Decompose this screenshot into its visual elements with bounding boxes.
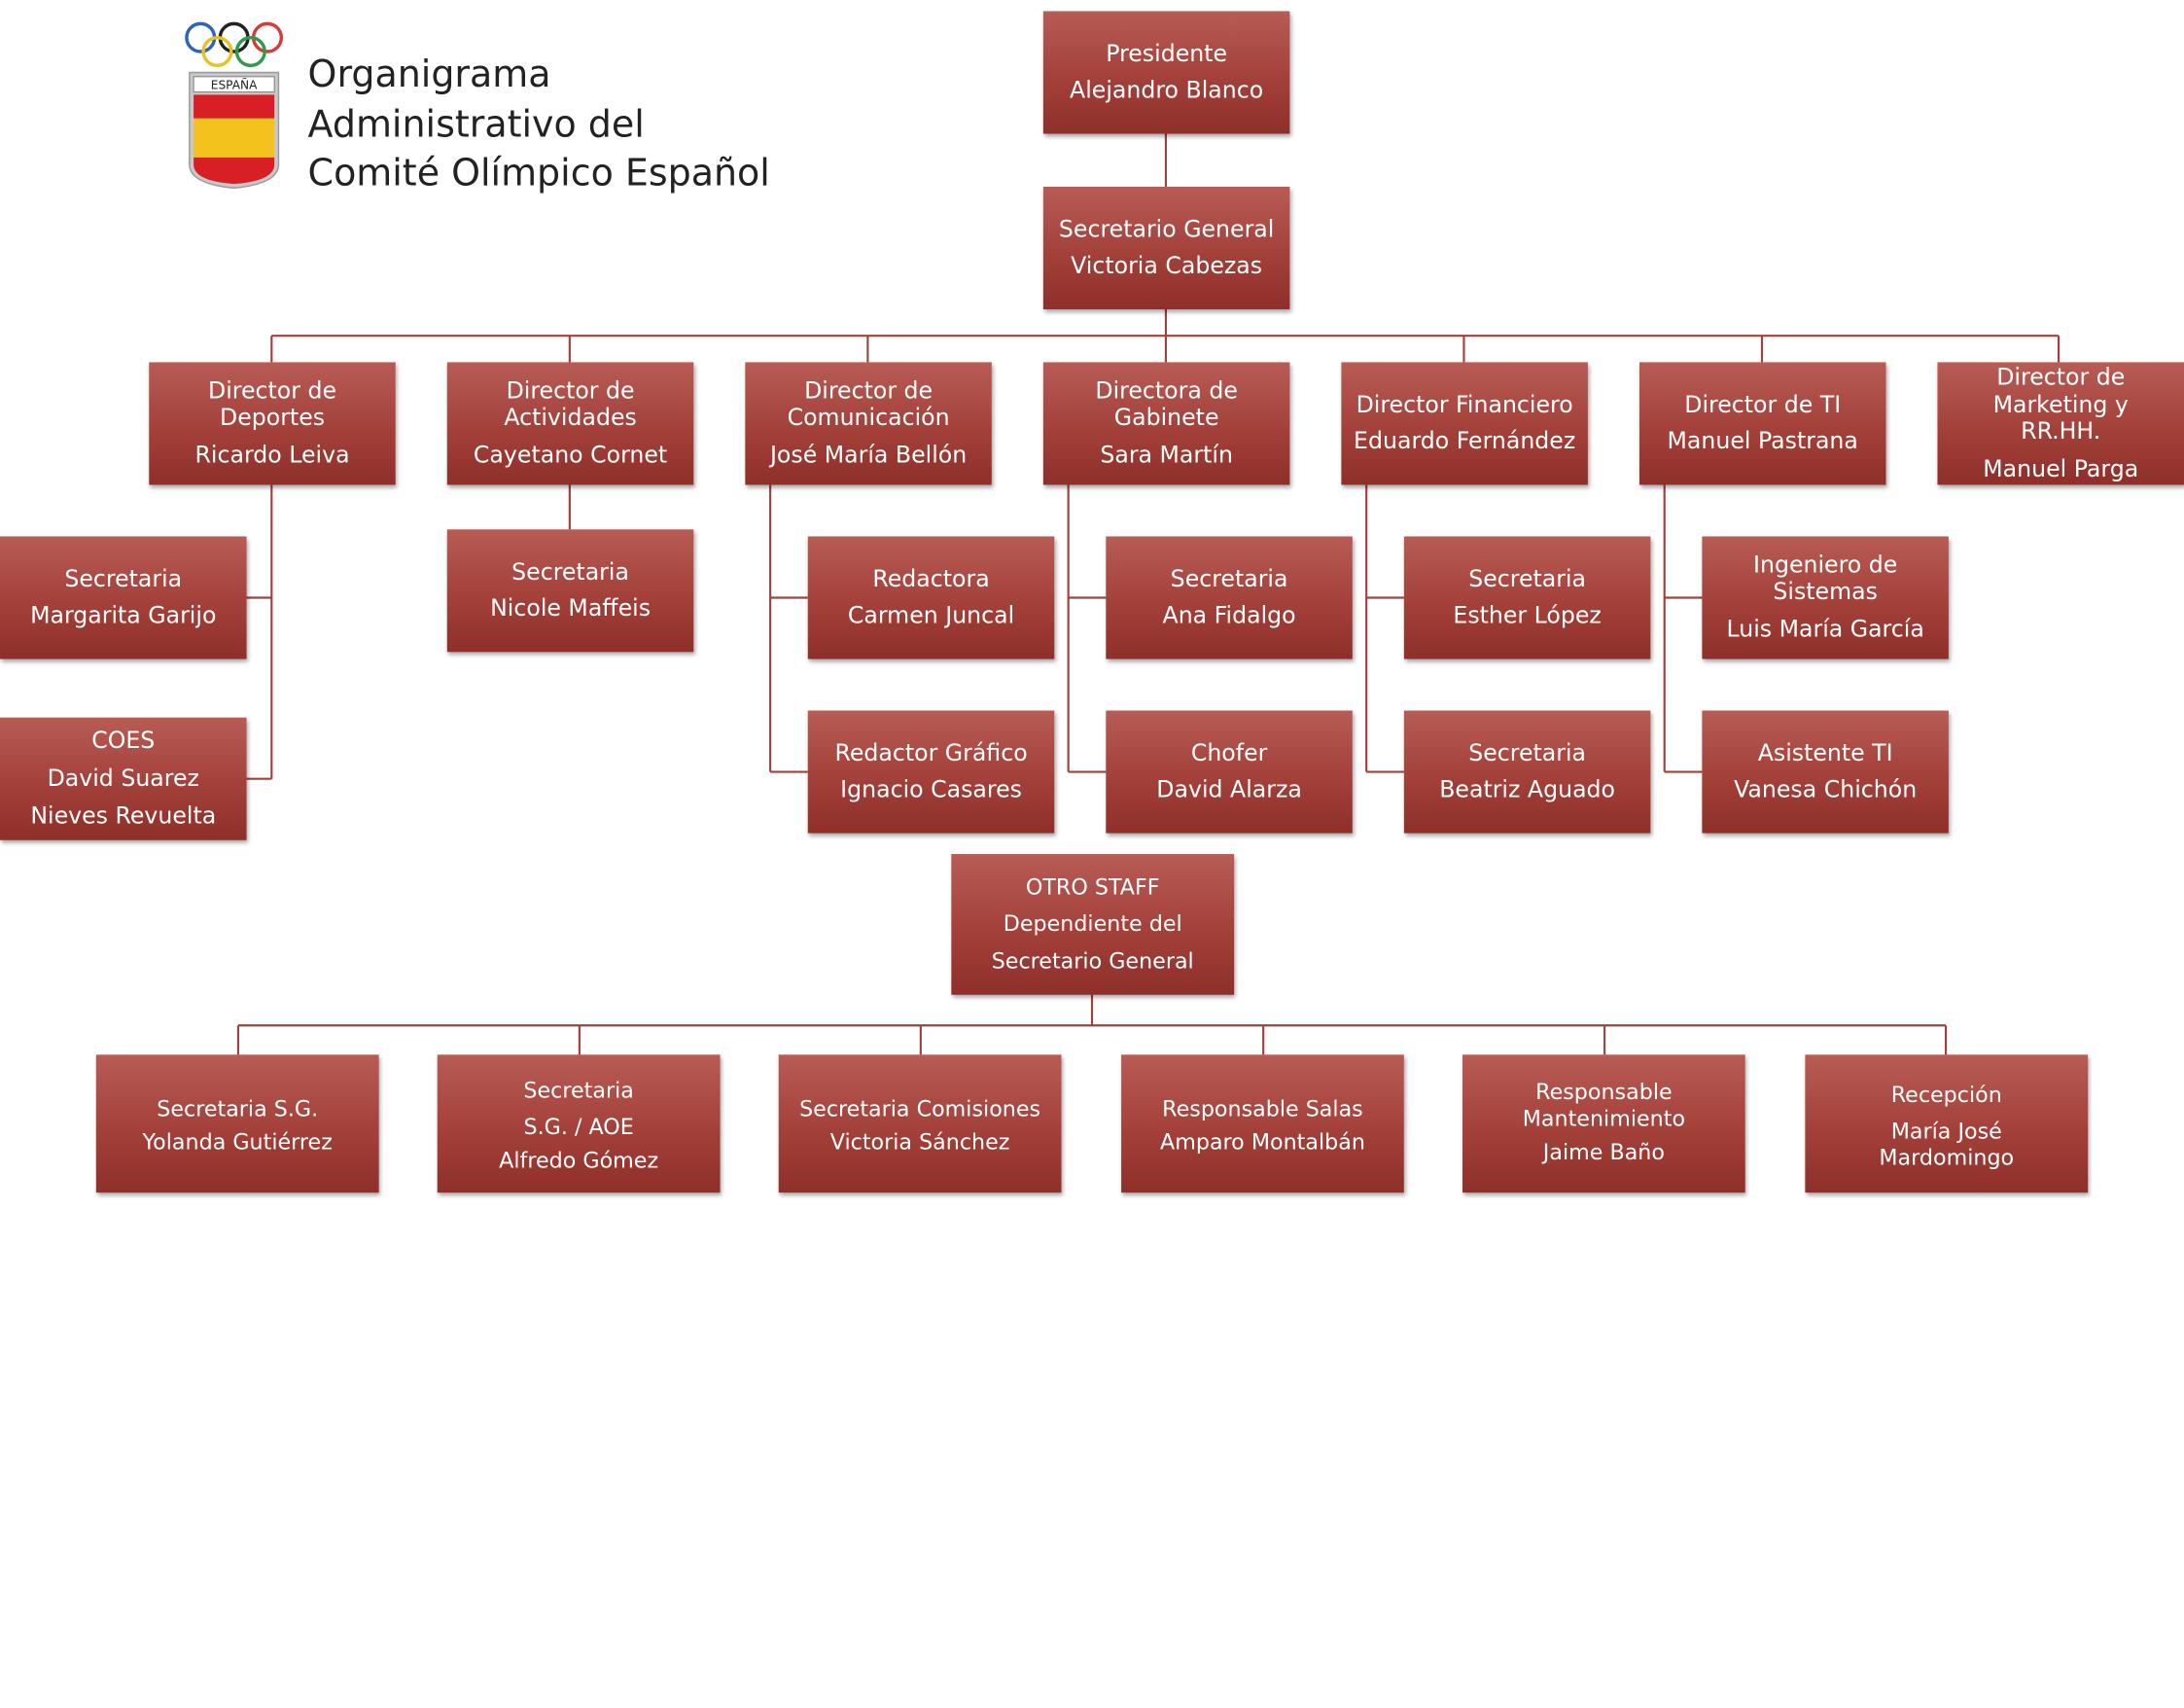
box-name: Jaime Baño — [1542, 1139, 1665, 1165]
box-role: Secretaria Comisiones — [799, 1095, 1041, 1121]
box-role: Secretaria — [1170, 565, 1288, 592]
box-name: Victoria Sánchez — [829, 1129, 1010, 1155]
box-secretaria-sg-aoe: Secretaria S.G. / AOE Alfredo Gómez — [437, 1054, 721, 1193]
box-name: Beatriz Aguado — [1439, 776, 1616, 803]
box-role: Director de TI — [1684, 391, 1842, 418]
box-name: Alejandro Blanco — [1070, 77, 1264, 104]
box-director-ti: Director de TI Manuel Pastrana — [1638, 362, 1886, 485]
box-role-2: S.G. / AOE — [523, 1114, 634, 1140]
box-role: Ingeniero de Sistemas — [1753, 552, 1898, 606]
box-ingeniero-sistemas: Ingeniero de Sistemas Luis María García — [1702, 536, 1949, 659]
box-role: Redactora — [872, 565, 990, 592]
box-role: Asistente TI — [1757, 739, 1893, 766]
box-role: Secretaria S.G. — [157, 1095, 319, 1121]
box-director-comunicacion: Director de Comunicación José María Bell… — [745, 362, 992, 485]
box-name: Ricardo Leiva — [194, 441, 350, 469]
title-line-2: Administrativo del — [307, 102, 645, 146]
box-secretaria-financiero-2: Secretaria Beatriz Aguado — [1403, 710, 1651, 834]
box-chofer: Chofer David Alarza — [1106, 710, 1353, 834]
box-name: Margarita Garijo — [30, 602, 217, 629]
box-asistente-ti: Asistente TI Vanesa Chichón — [1702, 710, 1949, 834]
box-name: Manuel Parga — [1983, 454, 2139, 482]
box-name: María José Mardomingo — [1879, 1119, 2015, 1170]
box-name: Ignacio Casares — [840, 776, 1022, 803]
box-name: Nicole Maffeis — [490, 594, 652, 623]
box-name: José María Bellón — [769, 441, 968, 469]
box-role: Secretaria — [1468, 565, 1587, 592]
box-name: Esther López — [1453, 602, 1602, 629]
box-role: Director de Marketing y RR.HH. — [1992, 364, 2129, 445]
box-secretaria-actividades: Secretaria Nicole Maffeis — [446, 529, 694, 653]
box-role: Responsable Mantenimiento — [1522, 1080, 1686, 1131]
box-role: COES — [91, 727, 156, 755]
box-role: Secretaria — [523, 1078, 634, 1103]
box-responsable-mantenimiento: Responsable Mantenimiento Jaime Baño — [1462, 1054, 1745, 1193]
box-role: Secretaria — [1468, 739, 1587, 766]
box-responsable-salas: Responsable Salas Amparo Montalbán — [1121, 1054, 1404, 1193]
box-name-2: Nieves Revuelta — [30, 801, 217, 829]
box-role: Redactor Gráfico — [834, 739, 1028, 766]
box-role: Secretaria — [511, 557, 629, 586]
box-role: Presidente — [1106, 40, 1228, 67]
box-coes: COES David Suarez Nieves Revuelta — [0, 717, 247, 840]
box-role: Chofer — [1190, 739, 1268, 766]
box-role: Director de Deportes — [208, 377, 337, 432]
box-secretaria-deportes: Secretaria Margarita Garijo — [0, 536, 247, 659]
title-line-3: Comité Olímpico Español — [307, 152, 770, 196]
box-name: Yolanda Gutiérrez — [142, 1129, 333, 1155]
logo-text: ESPAÑA — [211, 78, 258, 92]
box-role: Secretaria — [64, 565, 183, 592]
box-secretaria-financiero-1: Secretaria Esther López — [1403, 536, 1651, 659]
title-line-1: Organigrama — [307, 53, 551, 96]
coe-logo: ESPAÑA — [185, 21, 284, 190]
box-role: Director de Actividades — [504, 377, 637, 432]
box-role: Responsable Salas — [1162, 1095, 1363, 1121]
box-name: Alfredo Gómez — [499, 1147, 659, 1173]
box-role: Director Financiero — [1356, 391, 1573, 418]
box-name: Luis María García — [1726, 615, 1924, 643]
page-title: Organigrama Administrativo del Comité Ol… — [308, 51, 1033, 199]
box-director-deportes: Director de Deportes Ricardo Leiva — [149, 362, 396, 485]
box-presidente: Presidente Alejandro Blanco — [1042, 11, 1290, 134]
box-redactora: Redactora Carmen Juncal — [807, 536, 1055, 659]
box-director-actividades: Director de Actividades Cayetano Cornet — [446, 362, 694, 485]
box-name: Cayetano Cornet — [473, 441, 668, 469]
box-recepcion: Recepción María José Mardomingo — [1805, 1054, 2089, 1193]
box-role: Secretario General — [1058, 215, 1275, 242]
connector-lines — [236, 133, 2061, 1055]
box-name: David Alarza — [1156, 776, 1302, 803]
box-directora-gabinete: Directora de Gabinete Sara Martín — [1042, 362, 1290, 485]
box-redactor-grafico: Redactor Gráfico Ignacio Casares — [807, 710, 1055, 834]
box-name: Amparo Montalbán — [1160, 1129, 1365, 1155]
box-line: OTRO STAFF — [1025, 875, 1160, 901]
box-name: Carmen Juncal — [847, 602, 1015, 629]
box-otro-staff: OTRO STAFF Dependiente del Secretario Ge… — [951, 854, 1235, 995]
box-secretaria-sg: Secretaria S.G. Yolanda Gutiérrez — [95, 1054, 379, 1193]
box-name: Manuel Pastrana — [1667, 427, 1858, 455]
box-name: Victoria Cabezas — [1071, 252, 1263, 279]
box-director-financiero: Director Financiero Eduardo Fernández — [1341, 362, 1588, 485]
box-line: Dependiente del — [1003, 911, 1182, 938]
box-secretaria-gabinete: Secretaria Ana Fidalgo — [1106, 536, 1353, 659]
box-secretario-general: Secretario General Victoria Cabezas — [1042, 186, 1290, 309]
box-name: Ana Fidalgo — [1162, 602, 1296, 629]
box-line: Secretario General — [991, 947, 1194, 974]
box-role: Directora de Gabinete — [1095, 377, 1238, 432]
box-name: David Suarez — [47, 764, 199, 792]
box-name: Eduardo Fernández — [1354, 427, 1576, 455]
box-role: Recepción — [1890, 1082, 2002, 1108]
box-name: Vanesa Chichón — [1734, 776, 1918, 803]
box-name: Sara Martín — [1100, 441, 1233, 469]
box-role: Director de Comunicación — [787, 377, 950, 432]
box-director-marketing: Director de Marketing y RR.HH. Manuel Pa… — [1937, 362, 2184, 485]
box-secretaria-comisiones: Secretaria Comisiones Victoria Sánchez — [778, 1054, 1062, 1193]
